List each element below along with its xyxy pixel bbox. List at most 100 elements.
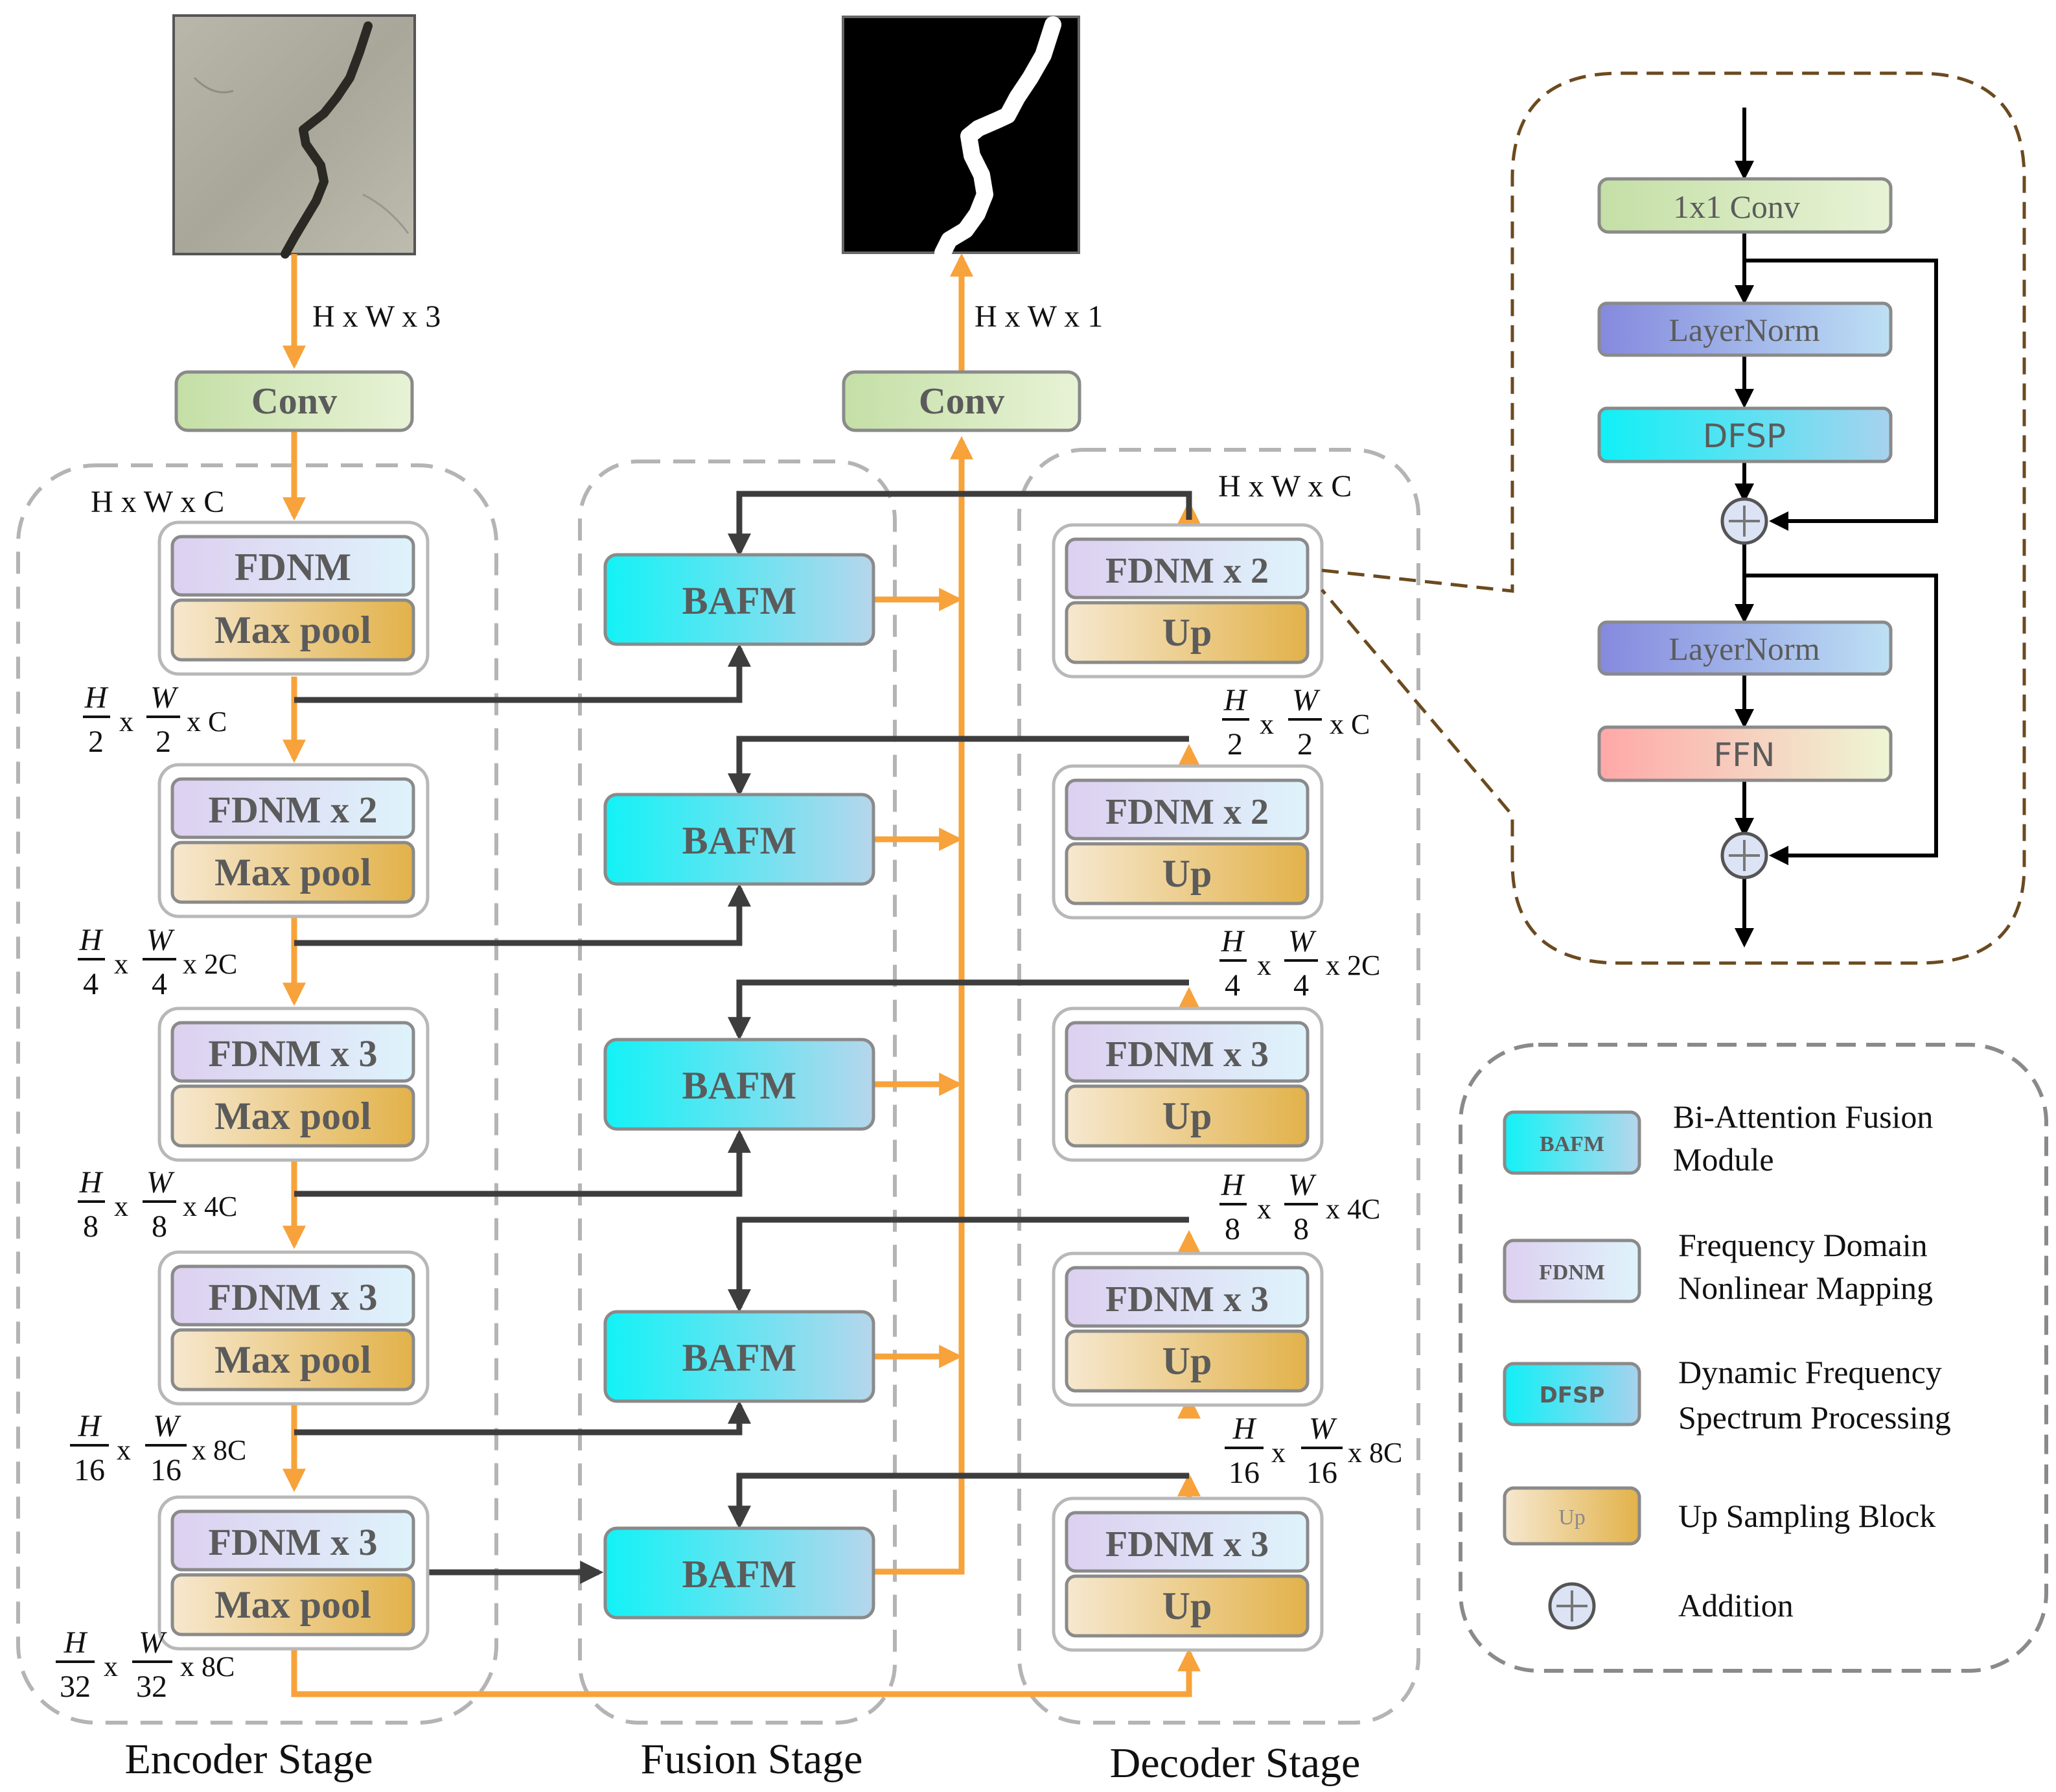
legend-item-dfsp: DFSP Dynamic Frequency Spectrum Processi… (1503, 1354, 1951, 1436)
bafm-label-4: BAFM (682, 1336, 797, 1379)
bafm-label-2: BAFM (682, 819, 797, 862)
encoder-block-3-maxpool: Max pool (214, 1095, 371, 1137)
dim-den2: 8 (152, 1209, 167, 1244)
dim-den2: 2 (1297, 727, 1313, 762)
legend-swatch-fdnm: FDNM (1539, 1261, 1605, 1285)
dim-den: 4 (83, 967, 98, 1001)
decoder-dim-4: H 16 x W 16 x 8C (1225, 1412, 1402, 1490)
orange-arrows (283, 253, 1201, 1697)
legend-item-fdnm: FDNM Frequency Domain Nonlinear Mapping (1503, 1227, 1933, 1306)
dim-den2: 4 (152, 967, 167, 1001)
encoder-block-2-fdnm: FDNM x 2 (209, 789, 378, 831)
decoder-block-4: FDNM x 3 Up (1052, 1251, 1324, 1407)
dim-num2: W (1288, 924, 1317, 959)
encoder-top-dim: H x W x C (91, 485, 224, 519)
fusion-blocks: BAFM BAFM BAFM BAFM BAFM (603, 553, 875, 1620)
dim-channels: x 8C (1348, 1437, 1402, 1469)
dim-num: H (84, 681, 109, 715)
encoder-block-1-fdnm: FDNM (235, 546, 351, 588)
dim-num: H (78, 1409, 102, 1443)
fusion-stage-label: Fusion Stage (641, 1736, 863, 1783)
encoder-dim-2: H 4 x W 4 x 2C (78, 923, 237, 1001)
conv-block-input: Conv (174, 370, 414, 432)
detail-layernorm-2-label: LayerNorm (1669, 631, 1819, 667)
decoder-block-5-up: Up (1162, 1585, 1212, 1627)
conv-input-label: Conv (251, 380, 337, 422)
encoder-stage-label: Encoder Stage (124, 1736, 373, 1783)
dim-num: H (1221, 1168, 1245, 1202)
bafm-block-1: BAFM (603, 553, 875, 646)
dim-den: 2 (88, 725, 104, 759)
decoder-blocks: FDNM x 2 Up FDNM x 2 Up FDNM x 3 Up FDNM… (1052, 523, 1324, 1652)
legend: BAFM Bi-Attention Fusion Module FDNM Fre… (1459, 1043, 2048, 1673)
bafm-label-5: BAFM (682, 1553, 797, 1596)
decoder-block-2-up: Up (1162, 852, 1212, 895)
decoder-stage-container (1017, 448, 1420, 1725)
encoder-block-5: FDNM x 3 Max pool (157, 1495, 430, 1651)
encoder-block-1: FDNM Max pool (157, 520, 430, 676)
dim-den: 32 (60, 1670, 91, 1704)
encoder-stage-container (16, 463, 498, 1725)
dark-arrows (294, 491, 1192, 1584)
add-icon (1720, 497, 1768, 545)
dim-x: x (1257, 949, 1271, 981)
legend-text-up: Up Sampling Block (1678, 1498, 1935, 1534)
dim-num2: W (139, 1625, 167, 1660)
bafm-label-1: BAFM (682, 579, 797, 622)
dim-channels: x 4C (183, 1191, 237, 1222)
dim-den2: 16 (1306, 1456, 1337, 1490)
detail-layernorm-2: LayerNorm (1597, 620, 1893, 676)
bafm-label-3: BAFM (682, 1064, 797, 1107)
dim-den: 16 (1229, 1456, 1260, 1490)
legend-item-addition: Addition (1548, 1582, 1794, 1630)
legend-text-addition: Addition (1678, 1587, 1794, 1623)
decoder-block-4-up: Up (1162, 1340, 1212, 1382)
dim-den: 8 (1225, 1212, 1240, 1246)
encoder-block-5-fdnm: FDNM x 3 (209, 1521, 378, 1563)
add-icon (1720, 832, 1768, 879)
legend-swatch-up: Up (1558, 1506, 1586, 1530)
detail-layernorm-1: LayerNorm (1597, 301, 1893, 357)
decoder-block-1-fdnm: FDNM x 2 (1105, 551, 1269, 591)
encoder-block-2: FDNM x 2 Max pool (157, 763, 430, 918)
decoder-block-4-fdnm: FDNM x 3 (1105, 1279, 1269, 1320)
dim-num2: W (1309, 1412, 1337, 1446)
dim-num2: W (150, 681, 179, 715)
encoder-block-3: FDNM x 3 Max pool (157, 1007, 430, 1162)
legend-swatch-dfsp: DFSP (1540, 1382, 1605, 1408)
encoder-dim-1: H 2 x W 2 x C (83, 681, 227, 759)
legend-text-dfsp-1: Dynamic Frequency (1678, 1354, 1942, 1390)
dim-x: x (104, 1651, 118, 1682)
dim-num2: W (1292, 683, 1321, 717)
legend-text-fdnm-1: Frequency Domain (1678, 1227, 1928, 1263)
detail-dfsp-label: DFSP (1703, 417, 1786, 455)
dim-den2: 32 (136, 1670, 167, 1704)
dim-den2: 2 (156, 725, 171, 759)
encoder-block-4-fdnm: FDNM x 3 (209, 1276, 378, 1318)
dim-num: H (1232, 1412, 1257, 1446)
dim-num2: W (146, 923, 175, 957)
dim-den: 8 (83, 1209, 98, 1244)
decoder-dim-1: H 2 x W 2 x C (1222, 683, 1370, 762)
encoder-block-3-fdnm: FDNM x 3 (209, 1032, 378, 1075)
legend-item-up: Up Up Sampling Block (1503, 1486, 1935, 1546)
detail-1x1-conv-label: 1x1 Conv (1673, 189, 1800, 225)
bafm-block-3: BAFM (603, 1038, 875, 1131)
input-dim-label: H x W x 3 (312, 299, 441, 334)
dim-channels: x 8C (192, 1434, 246, 1466)
input-image (172, 14, 416, 259)
decoder-top-dim: H x W x C (1218, 469, 1352, 504)
decoder-block-3-fdnm: FDNM x 3 (1105, 1034, 1269, 1075)
dim-den2: 16 (150, 1453, 181, 1487)
legend-text-fdnm-2: Nonlinear Mapping (1678, 1270, 1933, 1306)
conv-block-output: Conv (842, 370, 1081, 432)
encoder-dim-3: H 8 x W 8 x 4C (78, 1165, 237, 1244)
dim-den2: 8 (1293, 1212, 1309, 1246)
dim-x: x (1271, 1437, 1286, 1469)
dim-channels: x 2C (183, 948, 237, 980)
legend-text-dfsp-2: Spectrum Processing (1678, 1399, 1951, 1436)
dim-channels: x 2C (1326, 949, 1380, 981)
dim-den: 2 (1227, 727, 1243, 762)
detail-layernorm-1-label: LayerNorm (1669, 312, 1819, 348)
